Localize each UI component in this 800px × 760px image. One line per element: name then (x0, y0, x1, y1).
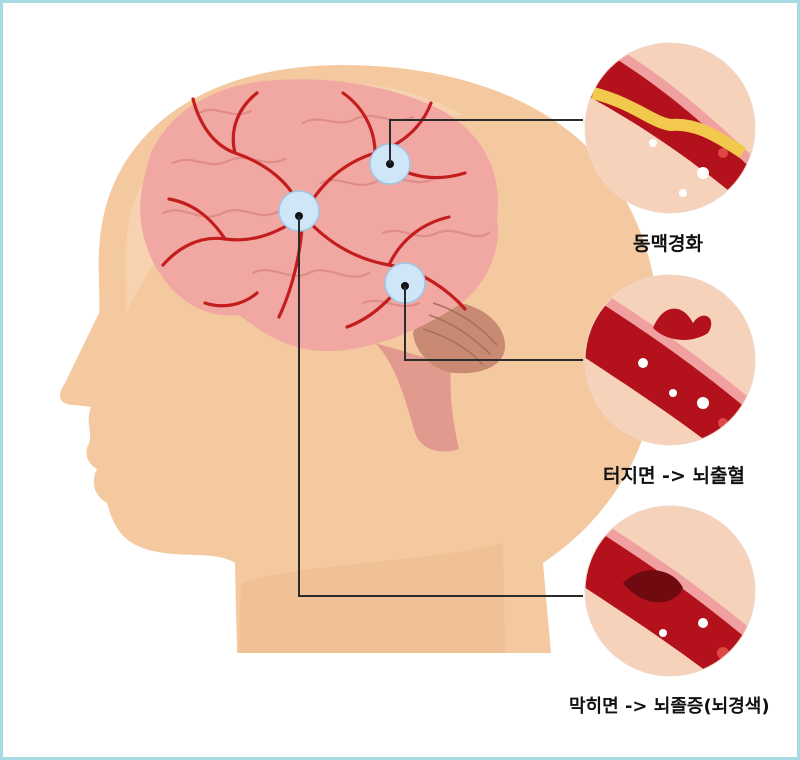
label-rupture: 터지면 -> 뇌출혈 (603, 465, 745, 487)
label-atherosclerosis: 동맥경화 (633, 233, 703, 255)
connector-rupture (404, 286, 583, 361)
connector-atherosclerosis (389, 119, 583, 164)
cerebellum (413, 301, 506, 374)
neck-shadow (239, 543, 505, 653)
brain-blood-vessels (161, 91, 467, 329)
connector-blockage (298, 216, 583, 597)
zoom-circle-atherosclerosis (584, 42, 756, 214)
label-blockage: 막히면 -> 뇌졸증(뇌경색) (569, 696, 770, 717)
brain-stem (375, 343, 459, 452)
brain-vessel-illustration (60, 42, 756, 677)
connector-lines (298, 119, 583, 597)
